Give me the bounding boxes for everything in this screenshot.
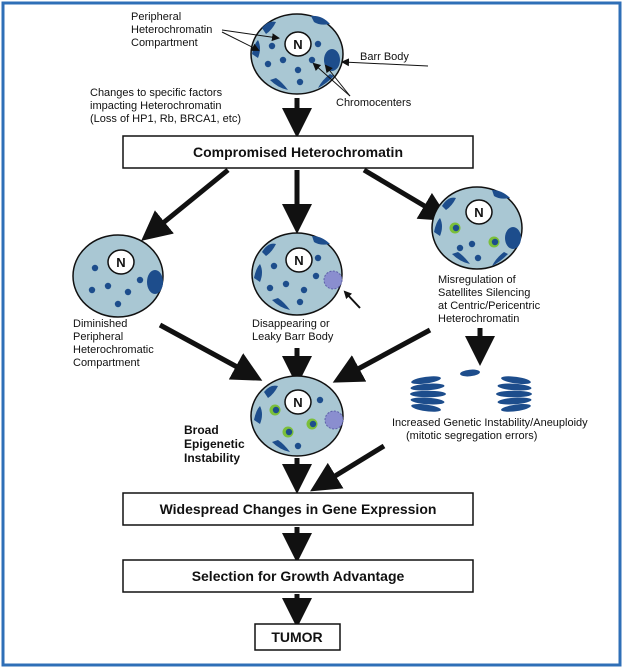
diminished-label: Diminished Peripheral Heterochromatic Co…: [73, 318, 154, 369]
svg-text:Misregulation of: Misregulation of: [438, 274, 517, 286]
svg-text:Peripheral: Peripheral: [131, 11, 181, 23]
svg-text:Satellites Silencing: Satellites Silencing: [438, 287, 530, 299]
svg-text:Heterochromatic: Heterochromatic: [73, 344, 154, 356]
svg-text:impacting Heterochromatin: impacting Heterochromatin: [90, 100, 221, 112]
svg-text:Heterochromatin: Heterochromatin: [438, 313, 519, 325]
svg-text:(mitotic segregation errors): (mitotic segregation errors): [406, 430, 537, 442]
svg-text:at Centric/Pericentric: at Centric/Pericentric: [438, 300, 541, 312]
broad-nucleus-cell: N: [250, 375, 344, 457]
svg-text:Compartment: Compartment: [73, 357, 140, 369]
peripheral-pointer-2: [221, 31, 260, 51]
arrow-right-to-broad: [332, 327, 432, 383]
middle-nucleus-cell: N: [251, 232, 343, 316]
barr-body-pointer: [341, 58, 429, 67]
widespread-box-title: Widespread Changes in Gene Expression: [160, 501, 437, 517]
svg-text:Heterochromatin: Heterochromatin: [131, 24, 212, 36]
chromocenter-pointer-2: [324, 64, 351, 97]
peripheral-pointer-1: [221, 29, 280, 42]
svg-text:Epigenetic: Epigenetic: [184, 437, 245, 451]
svg-text:Compartment: Compartment: [131, 37, 198, 49]
left-nucleolus-letter: N: [116, 255, 125, 270]
svg-text:Changes to specific factors: Changes to specific factors: [90, 87, 223, 99]
svg-text:Broad: Broad: [184, 423, 219, 437]
tumor-box: TUMOR: [254, 623, 341, 651]
svg-text:(Loss of HP1, Rb, BRCA1, etc): (Loss of HP1, Rb, BRCA1, etc): [90, 113, 241, 125]
changes-label: Changes to specific factors impacting He…: [90, 87, 241, 125]
instability-label: Increased Genetic Instability/Aneuploidy…: [392, 417, 588, 442]
top-nucleolus-letter: N: [293, 37, 302, 52]
leaky-barr-pointer: [343, 290, 361, 309]
arrow-to-left-cell: [141, 168, 230, 241]
right-nucleolus-letter: N: [474, 205, 483, 220]
middle-nucleolus-letter: N: [294, 253, 303, 268]
svg-text:Diminished: Diminished: [73, 318, 127, 330]
compromised-box-title: Compromised Heterochromatin: [193, 144, 403, 160]
left-nucleus-cell: N: [72, 234, 164, 318]
top-nucleus-cell: N: [250, 13, 344, 95]
barr-body-label: Barr Body: [360, 51, 409, 63]
broad-label: Broad Epigenetic Instability: [184, 423, 245, 465]
svg-text:Increased Genetic Instability/: Increased Genetic Instability/Aneuploidy: [392, 417, 588, 429]
right-nucleus-cell: N: [431, 186, 523, 270]
peripheral-label: Peripheral Heterochromatin Compartment: [131, 11, 212, 49]
arrow-to-right-cell: [362, 167, 451, 222]
svg-text:Instability: Instability: [184, 451, 240, 465]
broad-nucleolus-letter: N: [293, 395, 302, 410]
svg-text:Disappearing or: Disappearing or: [252, 318, 330, 330]
widespread-box: Widespread Changes in Gene Expression: [122, 492, 474, 526]
chromosomes-graphic: [410, 369, 532, 412]
svg-text:Leaky Barr Body: Leaky Barr Body: [252, 331, 334, 343]
selection-box-title: Selection for Growth Advantage: [192, 568, 405, 584]
misregulation-label: Misregulation of Satellites Silencing at…: [438, 274, 541, 325]
disappearing-label: Disappearing or Leaky Barr Body: [252, 318, 334, 343]
arrow-instability-to-widespread: [310, 443, 386, 492]
selection-box: Selection for Growth Advantage: [122, 559, 474, 593]
compromised-box: Compromised Heterochromatin: [122, 135, 474, 169]
chromocenters-label: Chromocenters: [336, 97, 412, 109]
arrow-left-to-broad: [158, 322, 263, 381]
chromocenter-pointer-1: [312, 62, 351, 97]
tumor-box-title: TUMOR: [271, 629, 322, 645]
svg-text:Peripheral: Peripheral: [73, 331, 123, 343]
